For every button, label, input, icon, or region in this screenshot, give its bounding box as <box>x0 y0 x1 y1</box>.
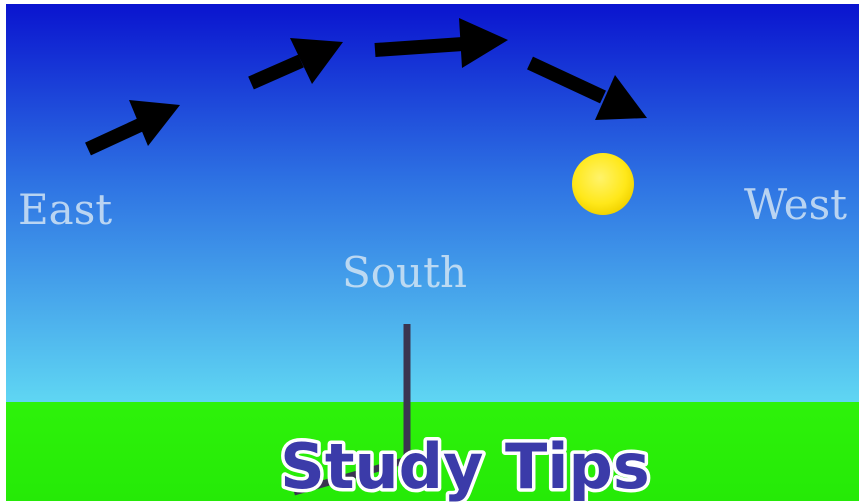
sun-icon <box>572 153 634 215</box>
arrow-icon <box>527 56 647 120</box>
sky-background <box>6 4 859 402</box>
west-label: West <box>744 180 847 229</box>
shadow-stick-icon <box>293 324 411 496</box>
sun-path-arrows <box>85 18 647 156</box>
arrow-icon <box>85 100 180 156</box>
arrow-icon <box>248 38 343 90</box>
arrow-icon <box>374 18 508 68</box>
south-label: South <box>342 248 467 297</box>
slide-title: Study Tips <box>280 430 650 503</box>
east-label: East <box>18 185 112 234</box>
ground <box>6 402 859 501</box>
